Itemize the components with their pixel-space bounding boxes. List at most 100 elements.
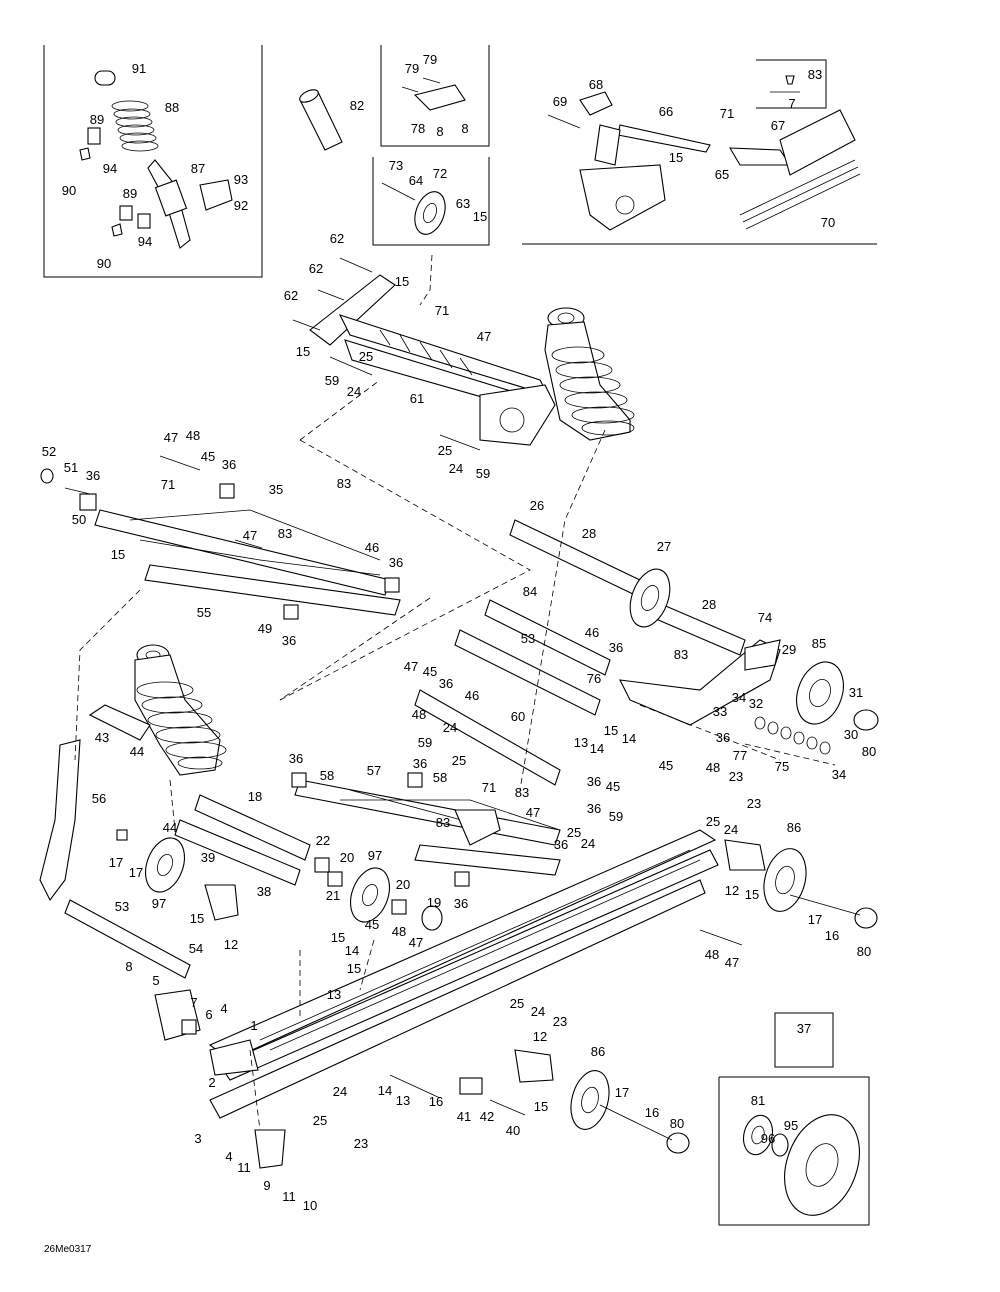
callout-10: 10 bbox=[303, 1198, 317, 1213]
callout-46: 46 bbox=[465, 688, 479, 703]
callout-85: 85 bbox=[812, 636, 826, 651]
callout-83: 83 bbox=[337, 476, 351, 491]
callout-72: 72 bbox=[433, 166, 447, 181]
callout-41: 41 bbox=[457, 1109, 471, 1124]
callout-48: 48 bbox=[412, 707, 426, 722]
callout-48: 48 bbox=[706, 760, 720, 775]
callout-47: 47 bbox=[526, 805, 540, 820]
callout-83: 83 bbox=[515, 785, 529, 800]
upper-shock bbox=[544, 307, 635, 441]
callout-47: 47 bbox=[164, 430, 178, 445]
callout-7: 7 bbox=[788, 96, 795, 111]
callout-70: 70 bbox=[821, 215, 835, 230]
callout-83: 83 bbox=[808, 67, 822, 82]
callout-81: 81 bbox=[751, 1093, 765, 1108]
callout-36: 36 bbox=[609, 640, 623, 655]
callout-95: 95 bbox=[784, 1118, 798, 1133]
callout-15: 15 bbox=[745, 887, 759, 902]
callout-36: 36 bbox=[413, 756, 427, 771]
callout-14: 14 bbox=[378, 1083, 392, 1098]
callout-46: 46 bbox=[585, 625, 599, 640]
callout-50: 50 bbox=[72, 512, 86, 527]
callout-36: 36 bbox=[222, 457, 236, 472]
callout-34: 34 bbox=[732, 690, 746, 705]
callout-69: 69 bbox=[553, 94, 567, 109]
bracket-78 bbox=[401, 77, 466, 111]
callout-15: 15 bbox=[604, 723, 618, 738]
callout-44: 44 bbox=[163, 820, 177, 835]
callout-77: 77 bbox=[733, 748, 747, 763]
callout-15: 15 bbox=[331, 930, 345, 945]
callout-24: 24 bbox=[347, 384, 361, 399]
callout-75: 75 bbox=[775, 759, 789, 774]
callout-37: 37 bbox=[797, 1021, 811, 1036]
callout-19: 19 bbox=[427, 895, 441, 910]
callout-25: 25 bbox=[706, 814, 720, 829]
slide-rails bbox=[64, 829, 719, 1169]
callout-16: 16 bbox=[429, 1094, 443, 1109]
callout-14: 14 bbox=[590, 741, 604, 756]
callout-43: 43 bbox=[95, 730, 109, 745]
callout-26: 26 bbox=[530, 498, 544, 513]
callout-12: 12 bbox=[725, 883, 739, 898]
callout-58: 58 bbox=[320, 768, 334, 783]
callout-58: 58 bbox=[433, 770, 447, 785]
callout-33: 33 bbox=[713, 704, 727, 719]
callout-14: 14 bbox=[622, 731, 636, 746]
callout-89: 89 bbox=[90, 112, 104, 127]
callout-23: 23 bbox=[729, 769, 743, 784]
callout-15: 15 bbox=[296, 344, 310, 359]
callout-45: 45 bbox=[201, 449, 215, 464]
callout-47: 47 bbox=[243, 528, 257, 543]
callout-17: 17 bbox=[109, 855, 123, 870]
callout-89: 89 bbox=[123, 186, 137, 201]
callout-25: 25 bbox=[452, 753, 466, 768]
callout-20: 20 bbox=[340, 850, 354, 865]
callout-83: 83 bbox=[674, 647, 688, 662]
callout-63: 63 bbox=[456, 196, 470, 211]
callout-17: 17 bbox=[129, 865, 143, 880]
callout-22: 22 bbox=[316, 833, 330, 848]
callout-25: 25 bbox=[510, 996, 524, 1011]
callout-17: 17 bbox=[808, 912, 822, 927]
callout-25: 25 bbox=[359, 349, 373, 364]
callout-64: 64 bbox=[409, 173, 423, 188]
callout-13: 13 bbox=[327, 987, 341, 1002]
callout-73: 73 bbox=[389, 158, 403, 173]
dashed-lines bbox=[74, 254, 836, 1131]
callout-71: 71 bbox=[161, 477, 175, 492]
callout-42: 42 bbox=[480, 1109, 494, 1124]
callout-13: 13 bbox=[396, 1093, 410, 1108]
callout-29: 29 bbox=[782, 642, 796, 657]
callout-57: 57 bbox=[367, 763, 381, 778]
callout-16: 16 bbox=[645, 1105, 659, 1120]
callout-17: 17 bbox=[615, 1085, 629, 1100]
callout-25: 25 bbox=[567, 825, 581, 840]
callout-83: 83 bbox=[278, 526, 292, 541]
callout-46: 46 bbox=[365, 540, 379, 555]
callout-15: 15 bbox=[111, 547, 125, 562]
callout-15: 15 bbox=[347, 961, 361, 976]
callout-34: 34 bbox=[832, 767, 846, 782]
callout-24: 24 bbox=[531, 1004, 545, 1019]
callout-96: 96 bbox=[761, 1131, 775, 1146]
callout-15: 15 bbox=[534, 1099, 548, 1114]
callout-20: 20 bbox=[396, 877, 410, 892]
callout-84: 84 bbox=[523, 584, 537, 599]
callout-8: 8 bbox=[436, 124, 443, 139]
callout-15: 15 bbox=[473, 209, 487, 224]
callout-47: 47 bbox=[477, 329, 491, 344]
inset-boxes bbox=[43, 45, 877, 1226]
callout-48: 48 bbox=[705, 947, 719, 962]
callout-74: 74 bbox=[758, 610, 772, 625]
callout-83: 83 bbox=[436, 815, 450, 830]
callout-3: 3 bbox=[194, 1131, 201, 1146]
shock-inset bbox=[79, 70, 233, 249]
callout-36: 36 bbox=[282, 633, 296, 648]
callout-15: 15 bbox=[190, 911, 204, 926]
callout-94: 94 bbox=[103, 161, 117, 176]
callout-67: 67 bbox=[771, 118, 785, 133]
callout-47: 47 bbox=[404, 659, 418, 674]
